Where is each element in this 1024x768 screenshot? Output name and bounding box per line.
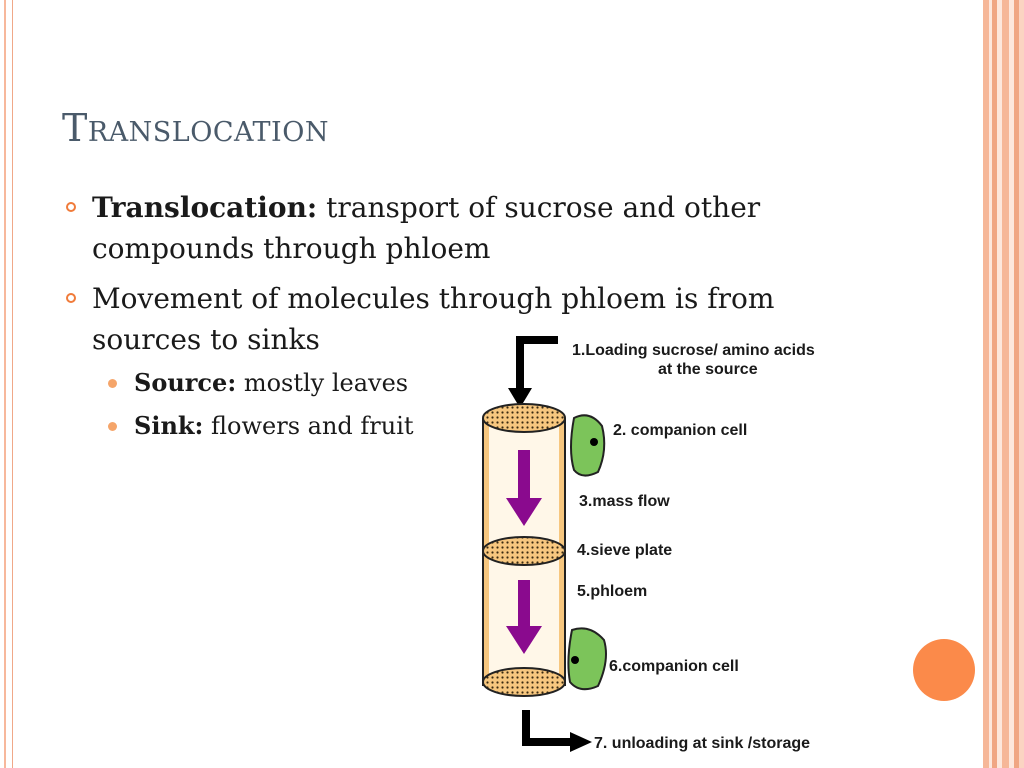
middle-sieve-plate [482, 536, 566, 566]
label-companion-cell-1: 2. companion cell [613, 422, 747, 439]
sub-bullet-term: Source: [134, 368, 237, 397]
mass-flow-arrow-icon [506, 580, 542, 654]
bullet-translocation: Translocation: transport of sucrose and … [66, 187, 872, 269]
bullet-marker-icon [66, 202, 76, 212]
label-sieve-plate: 4.sieve plate [577, 542, 672, 559]
mass-flow-arrow-icon [506, 450, 542, 526]
bullet-movement: Movement of molecules through phloem is … [66, 278, 872, 360]
label-mass-flow: 3.mass flow [579, 493, 670, 510]
companion-cell-lower [567, 627, 607, 691]
label-unloading: 7. unloading at sink /storage [594, 735, 810, 752]
label-loading: 1.Loading sucrose/ amino acids [572, 342, 815, 359]
phloem-translocation-diagram: 1.Loading sucrose/ amino acids at the so… [482, 336, 815, 752]
companion-cell-upper [570, 414, 606, 477]
bullet-term: Translocation: [92, 191, 318, 224]
sub-bullet-term: Sink: [134, 411, 204, 440]
unloading-arrow-icon [522, 710, 592, 752]
loading-arrow-icon [508, 336, 558, 408]
bullet-marker-icon [66, 293, 76, 303]
slide-title: Translocation [62, 106, 329, 150]
right-decorative-stripes [978, 0, 1024, 768]
sub-bullet-sink: Sink: flowers and fruit [108, 411, 414, 441]
sub-bullet-text: flowers and fruit [203, 412, 414, 440]
sub-bullet-dot-icon [108, 422, 117, 431]
decorative-orange-circle [913, 639, 975, 701]
label-loading-source: at the source [658, 361, 758, 378]
label-phloem: 5.phloem [577, 583, 647, 600]
sub-bullet-text: mostly leaves [236, 369, 409, 397]
sub-bullet-source: Source: mostly leaves [108, 368, 409, 398]
sub-bullet-dot-icon [108, 379, 117, 388]
bullet-text: transport of sucrose and other compounds… [92, 191, 761, 265]
bottom-sieve-plate [482, 667, 566, 697]
top-sieve-plate [482, 403, 566, 433]
label-companion-cell-2: 6.companion cell [609, 658, 739, 675]
left-border [0, 0, 13, 768]
bullet-text: Movement of molecules through phloem is … [92, 282, 775, 356]
